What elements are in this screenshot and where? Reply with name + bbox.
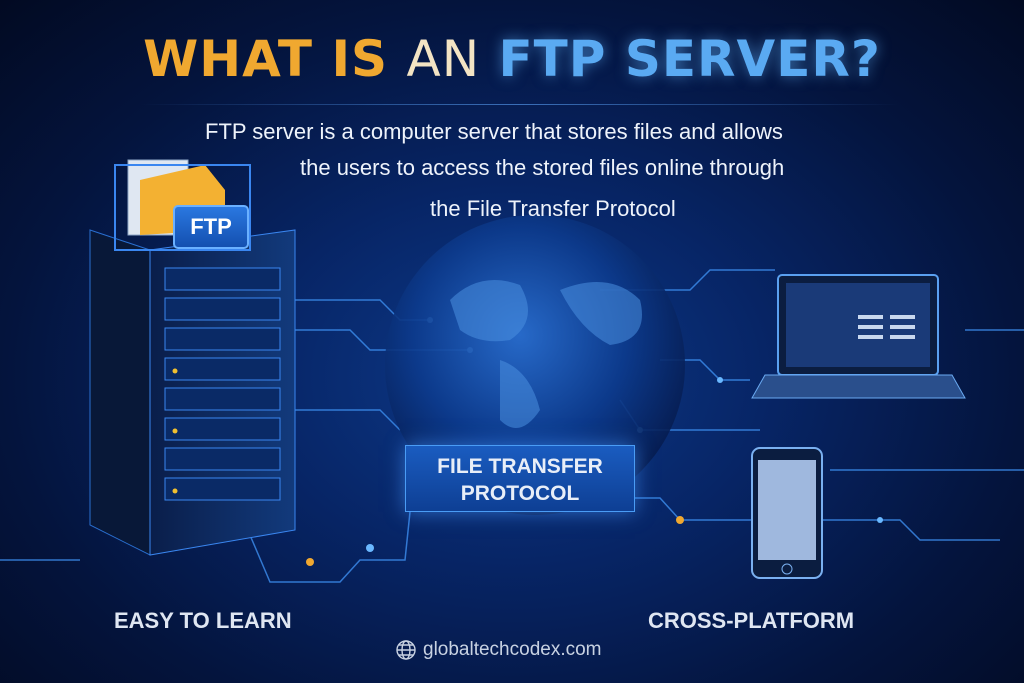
website-text: globaltechcodex.com [423,639,602,660]
server-rack [89,159,296,556]
title-what-is: WHAT IS [143,30,389,88]
globe-icon [396,640,416,660]
feature-cross-platform: CROSS-PLATFORM [648,608,855,633]
page-title: WHAT IS AN FTP SERVER? [0,30,1024,88]
protocol-box: FILE TRANSFER PROTOCOL [405,445,635,512]
protocol-line-1: FILE TRANSFER [437,455,603,478]
globe [385,215,685,515]
smartphone [751,447,823,579]
title-ftp-server: FTP SERVER? [498,30,881,88]
footer-website: globaltechcodex.com [395,639,602,661]
laptop [751,274,966,399]
protocol-line-2: PROTOCOL [460,482,580,505]
title-divider [140,104,900,105]
feature-easy-to-learn: EASY TO LEARN [114,608,292,633]
title-an: AN [406,30,481,88]
description-line-1: FTP server is a computer server that sto… [205,119,783,144]
description-line-3: the File Transfer Protocol [430,196,676,221]
description-line-2: the users to access the stored files onl… [300,155,785,180]
ftp-badge: FTP [173,205,249,249]
